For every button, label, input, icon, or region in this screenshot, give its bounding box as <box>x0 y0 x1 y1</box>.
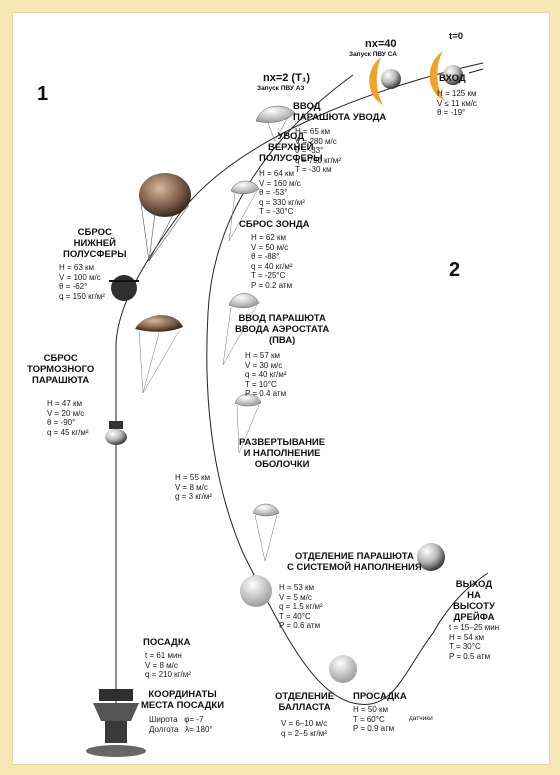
separation-parachute-icon <box>252 503 280 562</box>
drift-params: t = 15–25 мин H = 54 км T = 30°C P = 0.5… <box>449 623 500 661</box>
sensors-label: датчики <box>409 715 433 722</box>
deploy-title: РАЗВЕРТЫВАНИЕ И НАПОЛНЕНИЕ ОБОЛОЧКИ <box>239 437 326 470</box>
panel-number-2: 2 <box>449 259 461 281</box>
drogue-title: ВВОД ПАРАШЮТА УВОДА <box>293 101 387 123</box>
drift-title: ВЫХОД НА ВЫСОТУ ДРЕЙФА <box>453 579 495 623</box>
trajectory-drawing <box>86 51 489 757</box>
landing-params: t = 61 мин V = 8 м/с q = 210 кг/м² <box>145 651 191 679</box>
upper-params: H = 64 км V = 160 м/с θ = -53° q = 330 к… <box>259 169 305 216</box>
landed-lander-icon <box>86 689 146 757</box>
lower-title: СБРОС НИЖНЕЙ ПОЛУСФЕРЫ <box>63 227 127 260</box>
entry-trajectory <box>115 62 484 344</box>
deploy-params: H = 55 км V = 8 м/с g = 3 кг/м² <box>175 473 213 501</box>
entry-params: H = 125 км V ≤ 11 км/с θ = -19° <box>437 89 477 117</box>
brake-parachute-icon <box>135 315 183 394</box>
balloon-separation-icon <box>240 575 272 607</box>
nx40-sub: Запуск ПВУ СА <box>349 51 397 58</box>
panel-number-1: 1 <box>37 83 49 105</box>
lower-hemisphere-capsule-icon <box>109 275 139 301</box>
pva-parachute-icon <box>222 293 260 366</box>
coords-params: Широта φ= -7 Долгота λ= 180° <box>149 715 213 734</box>
t0-label: t=0 <box>449 31 463 42</box>
sag-params: H = 50 км T = 60°C P = 0.9 атм <box>353 705 395 733</box>
nx2-sub: Запуск ПВУ АЗ <box>257 85 305 92</box>
probe-title: СБРОС ЗОНДА <box>239 219 310 230</box>
separation-params: H = 53 км V = 5 м/с q = 1.5 кг/м² T = 40… <box>279 583 323 630</box>
probe-params: H = 62 км V = 50 м/с θ = -88° q = 40 кг/… <box>251 233 293 290</box>
coords-title: КООРДИНАТЫ МЕСТА ПОСАДКИ <box>141 689 225 711</box>
brake-params: H = 47 км V = 20 м/с θ = -90° q = 45 кг/… <box>47 399 89 437</box>
pva-params: H = 57 км V = 30 м/с q = 40 кг/м² T = 10… <box>245 351 287 398</box>
entry-capsule-icon <box>429 51 484 101</box>
probe-parachute-icon <box>228 180 260 242</box>
drogue-parachute-icon <box>255 105 296 142</box>
sag-title: ПРОСАДКА <box>353 691 407 702</box>
balloon-ballast-icon <box>329 655 357 683</box>
entry-title: ВХОД <box>439 73 466 84</box>
pva-title: ВВОД ПАРАШЮТА ВВОДА АЭРОСТАТА (ПВА) <box>235 313 330 346</box>
upper-title: УВОД ВЕРХНЕЙ ПОЛУСФЕРЫ <box>259 131 323 164</box>
upper-hemisphere-parachute-icon <box>139 173 191 262</box>
deploy-parachute-icon <box>234 393 262 454</box>
diagram-panel: 1 2 t=0 ВХОД H = 125 км V ≤ 11 км/с θ = … <box>12 12 550 765</box>
ballast-params: V = 6–10 м/с q = 2–5 кг/м² <box>281 719 328 738</box>
brake-title: СБРОС ТОРМОЗНОГО ПАРАШЮТА <box>27 353 95 386</box>
lower-params: H = 63 км V = 100 м/с θ = -62° q = 150 к… <box>59 263 105 301</box>
nx40-label: nх=40 <box>365 38 397 50</box>
nx40-capsule-icon <box>369 57 401 105</box>
balloon-drift-icon <box>417 543 445 571</box>
landing-title: ПОСАДКА <box>143 637 191 648</box>
nx2-label: nх=2 (T₁) <box>263 72 311 84</box>
ballast-title: ОТДЕЛЕНИЕ БАЛЛАСТА <box>275 691 335 713</box>
lander-small-icon <box>105 421 127 445</box>
drogue-params: H = 65 км V = 280 м/с θ = -33° q = 790 к… <box>295 127 341 174</box>
separation-title: ОТДЕЛЕНИЕ ПАРАШЮТА С СИСТЕМОЙ НАПОЛНЕНИЯ <box>287 551 422 573</box>
